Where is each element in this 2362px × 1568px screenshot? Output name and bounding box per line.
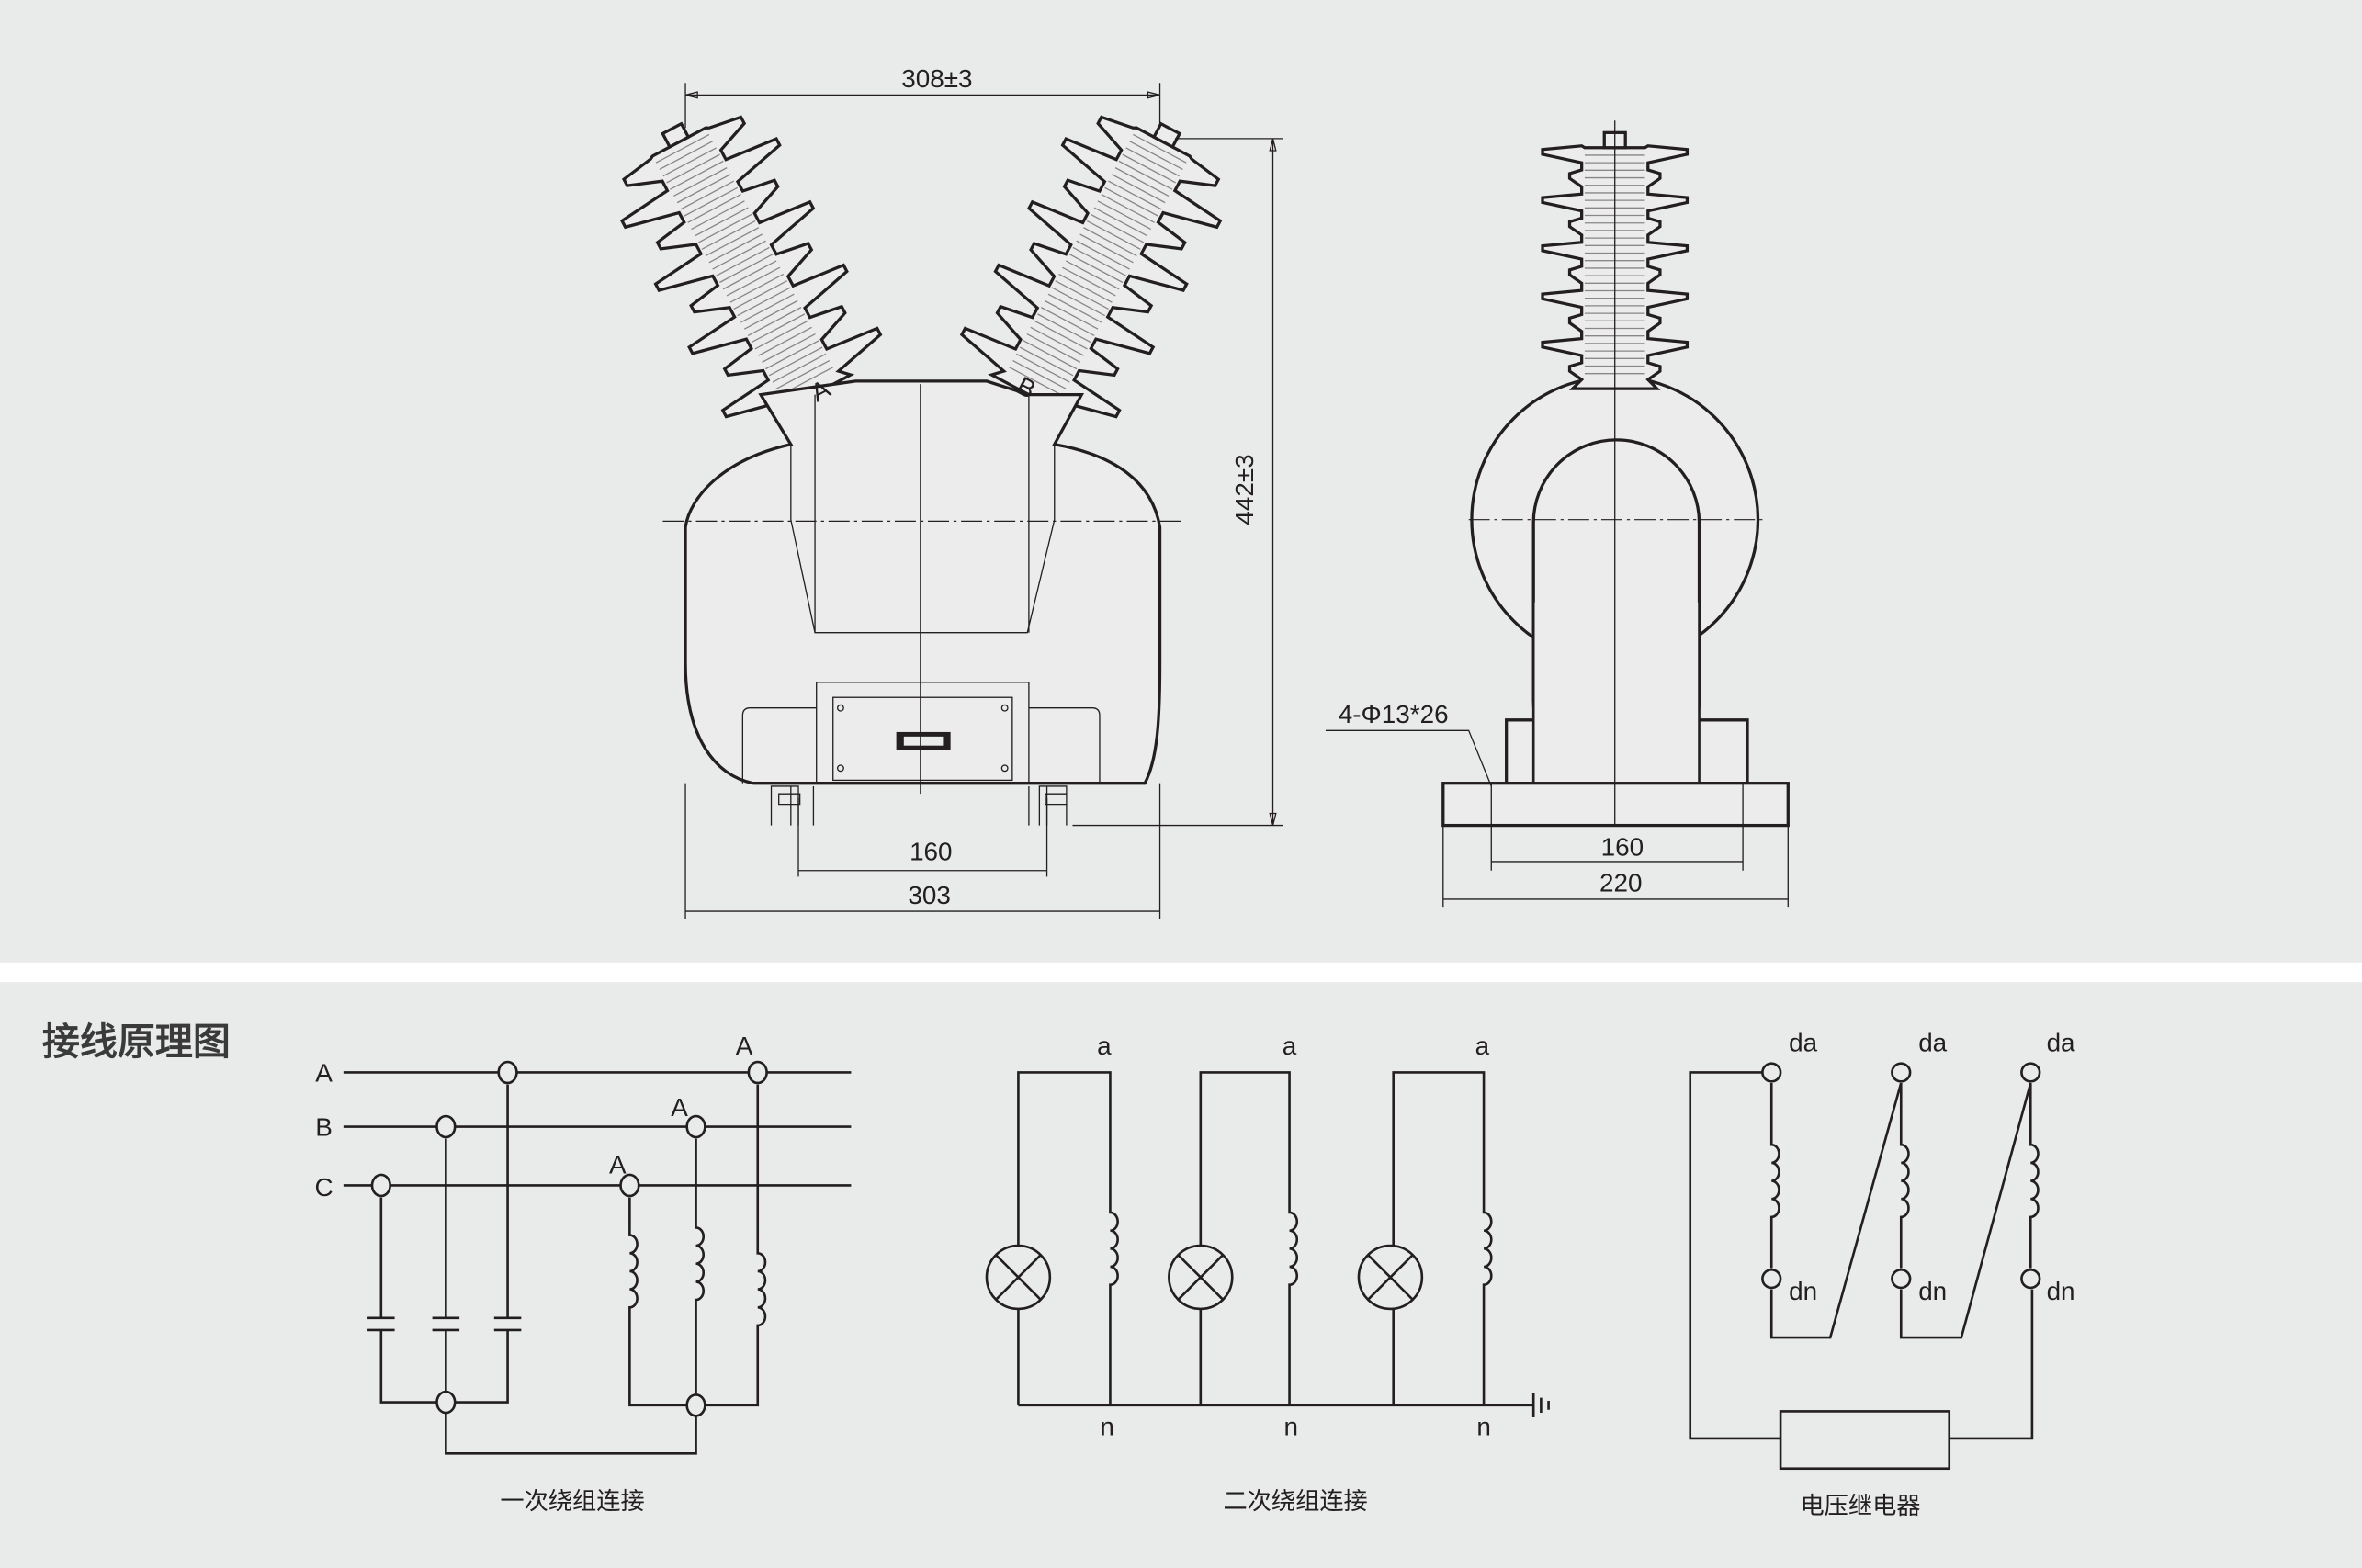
dim-top-lines bbox=[684, 83, 1161, 129]
terminal-label: da bbox=[2047, 1029, 2075, 1057]
dim-mount: 160 bbox=[910, 837, 952, 865]
voltage-relay bbox=[1779, 1410, 1951, 1471]
bus-label-a: A bbox=[315, 1058, 333, 1087]
section-divider bbox=[0, 962, 2362, 983]
secondary-connection-diagram: a a a n n n 二次绕组连接 bbox=[985, 1032, 1550, 1516]
terminal-nut bbox=[1151, 121, 1182, 150]
terminal-label: A bbox=[609, 1150, 627, 1179]
bus-label-b: B bbox=[315, 1112, 333, 1141]
primary-caption: 一次绕组连接 bbox=[500, 1488, 644, 1516]
terminal-label: dn bbox=[2047, 1277, 2075, 1305]
dim-top: 308±3 bbox=[901, 64, 972, 93]
terminal-label: a bbox=[1475, 1032, 1490, 1060]
terminal-label: dn bbox=[1789, 1277, 1817, 1305]
side-dim-width: 220 bbox=[1599, 869, 1642, 897]
dim-bottom-lines bbox=[684, 783, 1161, 919]
terminal-box bbox=[816, 682, 1030, 784]
base-plate bbox=[1441, 782, 1790, 828]
dim-height: 442±3 bbox=[1230, 454, 1259, 525]
terminal-label: dn bbox=[1918, 1277, 1947, 1305]
terminal-label: n bbox=[1100, 1413, 1114, 1441]
secondary-wiring bbox=[1017, 1071, 1550, 1417]
hole-spec: 4-Φ13*26 bbox=[1339, 700, 1449, 728]
secondary-caption: 二次绕组连接 bbox=[1223, 1488, 1367, 1516]
dim-width: 303 bbox=[908, 881, 950, 909]
terminal-label: a bbox=[1097, 1032, 1112, 1060]
lamp-icon bbox=[1168, 1244, 1234, 1311]
relay-connection-diagram: da da da dn dn dn 电压继电器 bbox=[1689, 1029, 2075, 1520]
primary-connection-diagram: A B C A A A 一次绕组连接 bbox=[314, 1032, 852, 1516]
terminal-label: da bbox=[1918, 1029, 1947, 1057]
terminal-label: da bbox=[1789, 1029, 1817, 1057]
lamp-icon bbox=[985, 1244, 1052, 1311]
section-title: 接线原理图 bbox=[42, 1020, 231, 1064]
insulator-a bbox=[619, 115, 883, 419]
insulator-b bbox=[959, 115, 1223, 419]
dim-height-lines bbox=[1072, 138, 1283, 827]
terminal-label: a bbox=[1283, 1032, 1297, 1060]
foot-left bbox=[770, 785, 815, 826]
lamp-icon bbox=[1357, 1244, 1424, 1311]
terminal-label: n bbox=[1476, 1413, 1491, 1441]
front-view: 308±3 442±3 160 303 A B bbox=[619, 64, 1283, 919]
transformer-body bbox=[684, 379, 1162, 785]
side-blocks bbox=[741, 707, 1101, 784]
terminal-nut bbox=[661, 121, 691, 150]
relay-caption: 电压继电器 bbox=[1800, 1493, 1920, 1520]
terminal-plate bbox=[832, 696, 1013, 782]
neck-lines bbox=[760, 394, 1082, 633]
side-view: 160 220 4-Φ13*26 bbox=[1325, 120, 1790, 908]
core-outline bbox=[790, 444, 1056, 634]
side-dim-lines bbox=[1442, 783, 1789, 908]
terminal-label: n bbox=[1283, 1413, 1298, 1441]
bus-label-c: C bbox=[314, 1173, 333, 1201]
terminal-label: A bbox=[736, 1032, 753, 1060]
side-dim-mount: 160 bbox=[1601, 832, 1644, 861]
terminal-label: A bbox=[671, 1093, 688, 1122]
